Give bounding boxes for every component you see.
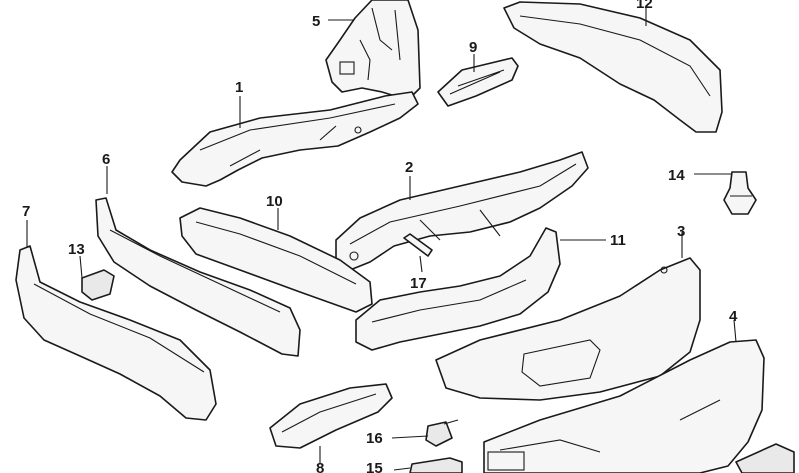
- callout-2: 2: [405, 159, 413, 176]
- part-10-panel: [179, 207, 373, 313]
- callout-1: 1: [235, 79, 243, 96]
- orientation-arrow-icon: [735, 443, 795, 473]
- callout-7: 7: [22, 203, 30, 220]
- part-7-trim: [15, 245, 217, 421]
- callout-5: 5: [312, 13, 320, 30]
- callout-11: 11: [610, 232, 626, 249]
- callout-13: 13: [68, 241, 85, 258]
- part-13-clip: [81, 269, 115, 301]
- part-9-clip: [437, 57, 519, 107]
- part-16-screw: [425, 419, 459, 447]
- part-11-trim: [355, 227, 561, 351]
- part-17-pin: [403, 233, 433, 257]
- callout-14: 14: [668, 167, 685, 184]
- callout-15: 15: [366, 460, 383, 473]
- part-2-rail: [335, 151, 589, 271]
- part-3-shield: [435, 257, 701, 401]
- callout-16: 16: [366, 430, 383, 447]
- part-1-rail: [171, 91, 419, 187]
- part-15-cover: [409, 457, 463, 473]
- callout-10: 10: [266, 193, 283, 210]
- callout-8: 8: [316, 460, 324, 473]
- callout-12: 12: [636, 0, 653, 12]
- callout-9: 9: [469, 39, 477, 56]
- part-12-trim: [503, 1, 723, 133]
- callout-3: 3: [677, 223, 685, 240]
- callout-17: 17: [410, 275, 427, 292]
- part-8-clip: [269, 383, 393, 449]
- part-6-trim: [95, 197, 301, 357]
- part-14-clip: [723, 171, 757, 215]
- callout-4: 4: [729, 308, 738, 325]
- part-5-bracket: [325, 0, 421, 101]
- part-4-shield: [483, 339, 765, 473]
- callout-6: 6: [102, 151, 110, 168]
